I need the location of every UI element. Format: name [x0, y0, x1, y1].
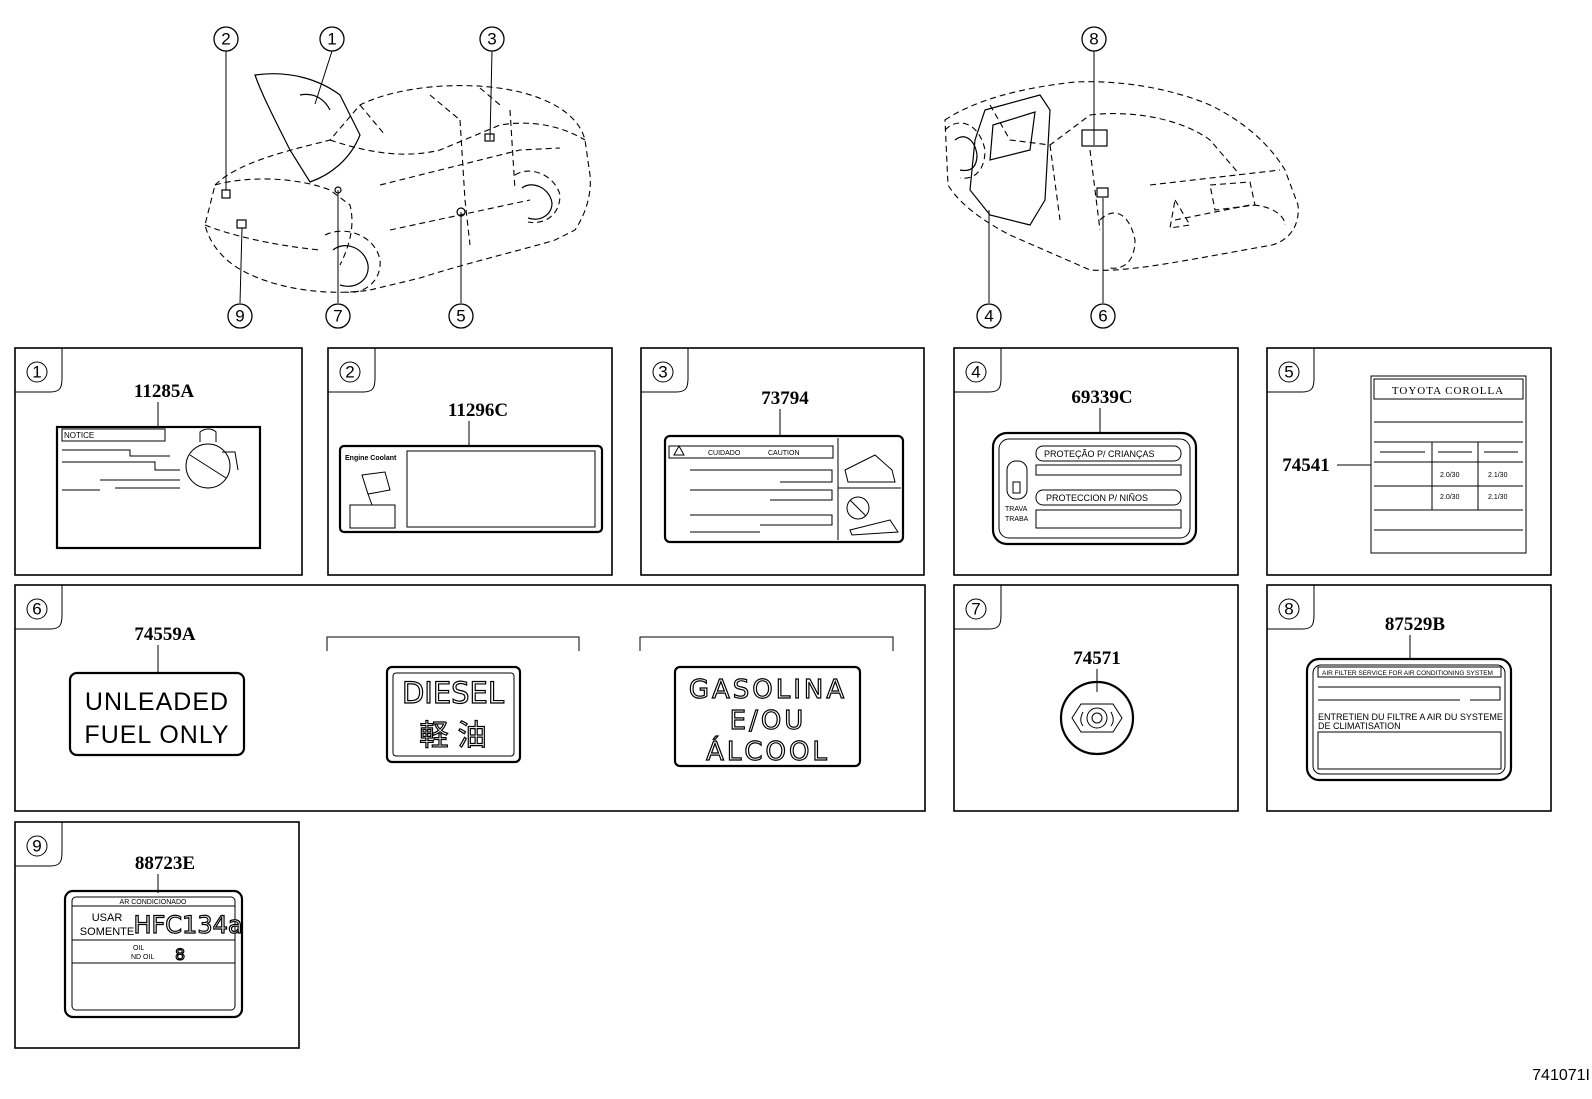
- car-front-view: [204, 50, 591, 304]
- svg-text:9: 9: [235, 307, 244, 326]
- svg-text:5: 5: [1284, 363, 1293, 382]
- svg-text:DE CLIMATISATION: DE CLIMATISATION: [1318, 721, 1401, 731]
- svg-text:ND OIL: ND OIL: [131, 954, 154, 961]
- callout-2: 2: [213, 26, 239, 52]
- svg-text:TRAVA: TRAVA: [1005, 506, 1028, 513]
- svg-text:2: 2: [345, 363, 354, 382]
- panel-3: 3 73794 CUIDADO CAUTION: [640, 347, 925, 576]
- svg-text:ÁLCOOL: ÁLCOOL: [706, 735, 830, 767]
- svg-text:CUIDADO: CUIDADO: [708, 450, 741, 457]
- svg-text:74541: 74541: [1282, 455, 1330, 476]
- svg-text:7: 7: [971, 600, 980, 619]
- callout-3: 3: [479, 26, 505, 52]
- svg-text:6: 6: [32, 600, 41, 619]
- svg-text:PROTEÇÃO P/ CRIANÇAS: PROTEÇÃO P/ CRIANÇAS: [1044, 449, 1155, 459]
- svg-text:74571: 74571: [1073, 648, 1121, 669]
- panel-2: 2 11296C Engine Coolant: [327, 347, 613, 576]
- panel-8: 8 87529B AIR FILTER SERVICE FOR AIR COND…: [1266, 584, 1552, 812]
- svg-text:3: 3: [658, 363, 667, 382]
- panel-9: 9 88723E AR CONDICIONADO USAR SOMENTE HF…: [14, 821, 300, 1049]
- svg-text:PROTECCION P/ NIÑOS: PROTECCION P/ NIÑOS: [1046, 493, 1148, 503]
- callout-7: 7: [325, 303, 351, 329]
- svg-text:OIL: OIL: [133, 945, 144, 952]
- svg-text:2: 2: [221, 30, 230, 49]
- svg-text:HFC134a: HFC134a: [133, 911, 242, 939]
- svg-text:2.0/30: 2.0/30: [1440, 472, 1460, 479]
- svg-text:SOMENTE: SOMENTE: [80, 926, 134, 938]
- svg-text:9: 9: [32, 837, 41, 856]
- svg-text:TRABA: TRABA: [1005, 516, 1029, 523]
- svg-text:CAUTION: CAUTION: [768, 450, 800, 457]
- svg-text:8: 8: [175, 945, 185, 964]
- svg-text:7: 7: [333, 307, 342, 326]
- car-rear-view: [944, 51, 1299, 303]
- svg-text:1: 1: [327, 30, 336, 49]
- svg-text:DIESEL: DIESEL: [402, 676, 504, 710]
- svg-text:GASOLINA: GASOLINA: [689, 675, 847, 705]
- diagram-reference: 741071I: [1532, 1067, 1590, 1084]
- svg-text:69339C: 69339C: [1071, 387, 1132, 408]
- callout-9: 9: [227, 303, 253, 329]
- callout-6: 6: [1090, 303, 1116, 329]
- svg-text:8: 8: [1089, 30, 1098, 49]
- svg-text:1: 1: [32, 363, 41, 382]
- svg-text:FUEL ONLY: FUEL ONLY: [84, 721, 229, 749]
- svg-text:AR CONDICIONADO: AR CONDICIONADO: [120, 899, 187, 906]
- svg-text:74559A: 74559A: [134, 624, 196, 645]
- panel-4: 4 69339C PROTEÇÃO P/ CRIANÇAS PROTECCION…: [953, 347, 1239, 576]
- panel-6: 6 74559A UNLEADED FUEL ONLY DIESEL 軽 油 G…: [14, 584, 926, 812]
- panel-7: 7 74571: [953, 584, 1239, 812]
- svg-text:E/OU: E/OU: [730, 706, 807, 736]
- svg-text:3: 3: [487, 30, 496, 49]
- svg-text:UNLEADED: UNLEADED: [85, 688, 229, 716]
- svg-text:88723E: 88723E: [135, 853, 195, 874]
- svg-text:2.1/30: 2.1/30: [1488, 472, 1508, 479]
- svg-text:4: 4: [984, 307, 993, 326]
- svg-text:11296C: 11296C: [448, 400, 508, 421]
- panel-5: 5 74541 TOYOTA COROLLA 2.0/30 2.1/30 2.0…: [1266, 347, 1552, 576]
- svg-text:87529B: 87529B: [1385, 614, 1446, 635]
- svg-text:AIR FILTER SERVICE FOR AIR CON: AIR FILTER SERVICE FOR AIR CONDITIONING …: [1322, 670, 1493, 677]
- top-callouts: 2 1 3 8 9 7 5 4 6: [213, 26, 1116, 329]
- svg-text:6: 6: [1098, 307, 1107, 326]
- svg-text:Engine Coolant: Engine Coolant: [345, 455, 397, 462]
- callout-4: 4: [976, 303, 1002, 329]
- svg-text:TOYOTA COROLLA: TOYOTA COROLLA: [1392, 385, 1504, 397]
- svg-text:NOTICE: NOTICE: [64, 431, 94, 440]
- callout-1: 1: [319, 26, 345, 52]
- svg-text:73794: 73794: [761, 388, 809, 409]
- svg-text:11285A: 11285A: [134, 381, 194, 402]
- svg-text:4: 4: [971, 363, 980, 382]
- svg-text:8: 8: [1284, 600, 1293, 619]
- svg-text:5: 5: [456, 307, 465, 326]
- svg-text:2.1/30: 2.1/30: [1488, 494, 1508, 501]
- callout-5: 5: [448, 303, 474, 329]
- callout-8: 8: [1081, 26, 1107, 52]
- svg-text:USAR: USAR: [92, 912, 123, 924]
- panel-1: 1 11285A NOTICE: [14, 347, 303, 576]
- svg-text:軽 油: 軽 油: [419, 718, 486, 752]
- svg-text:2.0/30: 2.0/30: [1440, 494, 1460, 501]
- svg-text:ENTRETIEN DU FILTRE A AIR DU S: ENTRETIEN DU FILTRE A AIR DU SYSTEME: [1318, 712, 1503, 722]
